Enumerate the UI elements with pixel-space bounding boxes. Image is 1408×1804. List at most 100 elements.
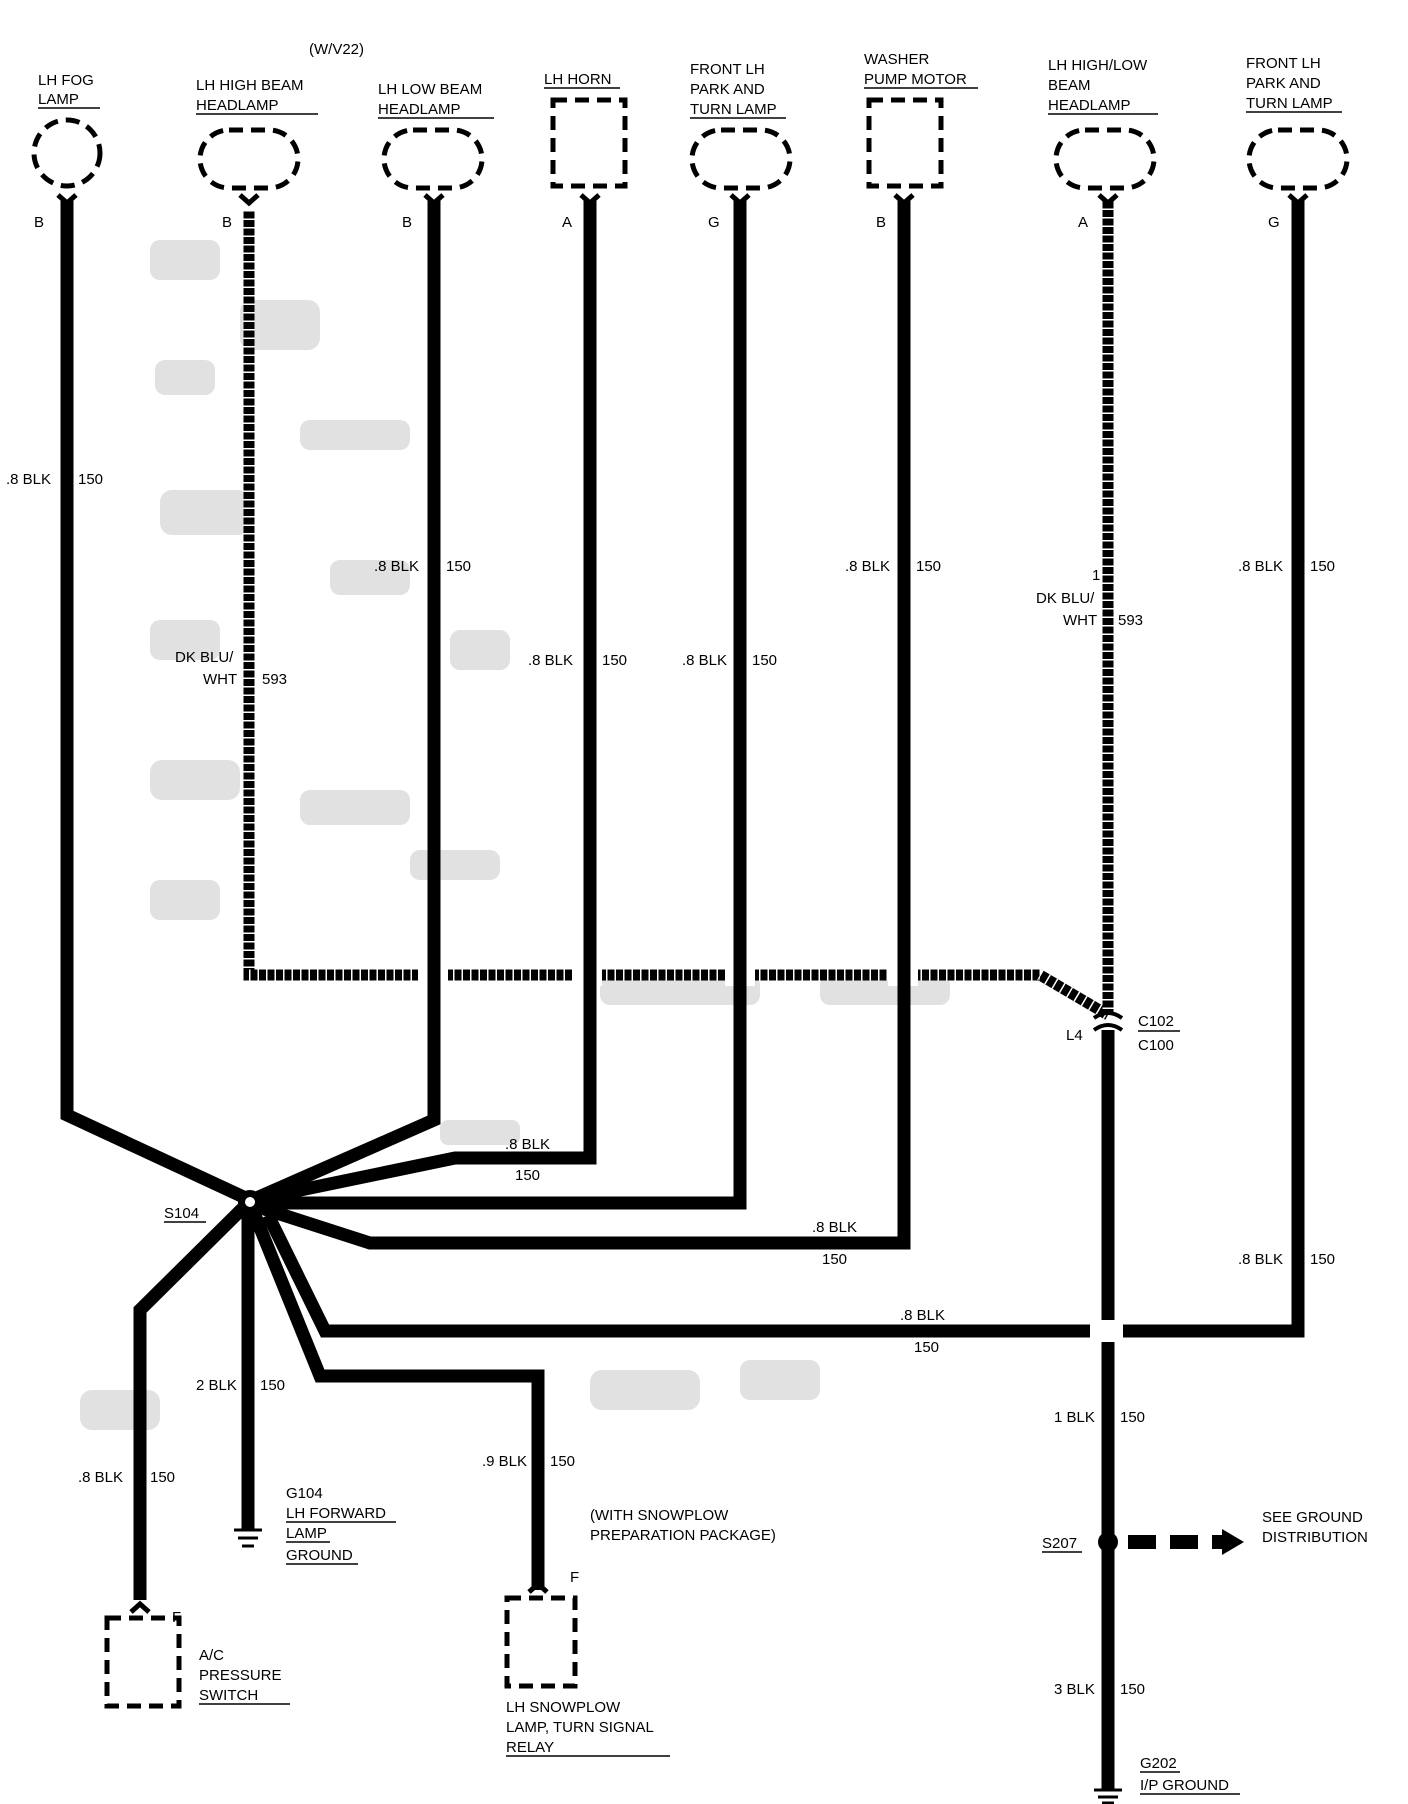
svg-text:FRONT LH: FRONT LH — [1246, 55, 1321, 72]
svg-text:PARK AND: PARK AND — [690, 81, 765, 98]
pin-high-beam: B — [222, 214, 232, 231]
label-lh-low-beam-headlamp: LH LOW BEAM HEADLAMP — [378, 81, 494, 119]
wire-label-washer-branch-size: .8 BLK — [812, 1219, 857, 1236]
splice-s104-center — [245, 1197, 255, 1207]
wire-label-fog-size: .8 BLK — [6, 471, 51, 488]
wire-snowplow-150 — [245, 1205, 545, 1590]
wire-label-fog-circuit: 150 — [78, 471, 103, 488]
wire-label-horn-branch-circuit: 150 — [515, 1167, 540, 1184]
svg-text:LH LOW BEAM: LH LOW BEAM — [378, 81, 482, 98]
svg-text:LH HORN: LH HORN — [544, 71, 612, 88]
svg-text:TURN LAMP: TURN LAMP — [690, 101, 777, 118]
wire-park2-branch-150 — [262, 1212, 1090, 1338]
label-lh-high-beam-headlamp: LH HIGH BEAM HEADLAMP — [196, 77, 318, 115]
svg-text:A/C: A/C — [199, 1647, 224, 1664]
splice-s207-dot — [1098, 1532, 1118, 1552]
variant-note: (W/V22) — [309, 41, 364, 58]
wire-label-g104-size: 2 BLK — [196, 1377, 237, 1394]
wire-fog-150 — [60, 200, 253, 1206]
pin-washer: B — [876, 214, 886, 231]
label-ac-pressure-switch: A/C PRESSURE SWITCH — [199, 1647, 290, 1705]
wire-label-park2-branch-upper-size: .8 BLK — [1238, 1251, 1283, 1268]
wire-label-ac-size: .8 BLK — [78, 1469, 123, 1486]
scan-noise — [80, 240, 950, 1430]
wire-label-s207-down-circuit: 150 — [1120, 1681, 1145, 1698]
label-s104: S104 — [164, 1205, 206, 1223]
label-connector-ids: C102 C100 — [1138, 1013, 1180, 1054]
wire-label-high-beam-color: WHT — [203, 671, 237, 688]
wire-label-hilo-gauge: 1 — [1092, 567, 1100, 584]
svg-text:LH SNOWPLOW: LH SNOWPLOW — [506, 1699, 621, 1716]
svg-text:LH HIGH/LOW: LH HIGH/LOW — [1048, 57, 1148, 74]
svg-text:GROUND: GROUND — [286, 1547, 353, 1564]
svg-text:LAMP: LAMP — [286, 1525, 327, 1542]
svg-text:BEAM: BEAM — [1048, 77, 1091, 94]
pin-horn: A — [562, 214, 572, 231]
wire-label-hilo-circuit: 593 — [1118, 612, 1143, 629]
pin-low-beam: B — [402, 214, 412, 231]
svg-text:RELAY: RELAY — [506, 1739, 554, 1756]
label-lh-snowplow-relay: LH SNOWPLOW LAMP, TURN SIGNAL RELAY — [506, 1699, 670, 1757]
svg-text:LAMP, TURN SIGNAL: LAMP, TURN SIGNAL — [506, 1719, 654, 1736]
wire-label-park2-branch-lower-size: .8 BLK — [900, 1307, 945, 1324]
svg-text:HEADLAMP: HEADLAMP — [378, 101, 461, 118]
wire-label-hilo-color2: WHT — [1063, 612, 1097, 629]
label-lh-high-low-beam-headlamp: LH HIGH/LOW BEAM HEADLAMP — [1048, 57, 1158, 115]
svg-text:HEADLAMP: HEADLAMP — [196, 97, 279, 114]
wire-label-low-beam-circuit: 150 — [446, 558, 471, 575]
wire-label-ac-circuit: 150 — [150, 1469, 175, 1486]
wire-label-snowplow-size: .9 BLK — [482, 1453, 527, 1470]
lh-fog-lamp-symbol — [31, 117, 103, 207]
front-lh-park-turn-lamp-2-symbol — [1246, 127, 1350, 207]
svg-text:FRONT LH: FRONT LH — [690, 61, 765, 78]
svg-text:LH FOG: LH FOG — [38, 72, 94, 89]
svg-text:PREPARATION PACKAGE): PREPARATION PACKAGE) — [590, 1527, 776, 1544]
svg-text:PUMP MOTOR: PUMP MOTOR — [864, 71, 967, 88]
wire-label-g104-circuit: 150 — [260, 1377, 285, 1394]
svg-text:TURN LAMP: TURN LAMP — [1246, 95, 1333, 112]
svg-text:WASHER: WASHER — [864, 51, 929, 68]
label-s207: S207 — [1042, 1535, 1082, 1553]
wire-label-hilo-color1: DK BLU/ — [1036, 590, 1095, 607]
wire-park1-150 — [252, 200, 747, 1210]
wire-label-c102-down-size: 1 BLK — [1054, 1409, 1095, 1426]
front-lh-park-turn-lamp-1-symbol — [689, 127, 793, 207]
svg-text:PRESSURE: PRESSURE — [199, 1667, 282, 1684]
wire-washer-150 — [250, 200, 911, 1250]
label-washer-pump-motor: WASHER PUMP MOTOR — [864, 51, 978, 89]
ground-symbol-g202 — [1094, 1788, 1122, 1804]
wire-label-park2-branch-lower-circuit: 150 — [914, 1339, 939, 1356]
svg-text:PARK AND: PARK AND — [1246, 75, 1321, 92]
label-g202: G202 I/P GROUND — [1140, 1755, 1240, 1795]
ac-pressure-switch-symbol — [104, 1600, 182, 1709]
pin-park2: G — [1268, 214, 1280, 231]
svg-text:G202: G202 — [1140, 1755, 1177, 1772]
wire-label-c102-down-circuit: 150 — [1120, 1409, 1145, 1426]
note-snowplow-package: (WITH SNOWPLOW PREPARATION PACKAGE) — [590, 1507, 776, 1544]
wire-label-horn-size: .8 BLK — [528, 652, 573, 669]
wire-label-park2-circuit: 150 — [1310, 558, 1335, 575]
lh-high-low-beam-headlamp-symbol — [1053, 127, 1157, 207]
wire-label-park2-size: .8 BLK — [1238, 558, 1283, 575]
label-front-lh-park-turn-lamp-2: FRONT LH PARK AND TURN LAMP — [1246, 55, 1342, 113]
svg-text:LH FORWARD: LH FORWARD — [286, 1505, 386, 1522]
wire-label-washer-size: .8 BLK — [845, 558, 890, 575]
wire-label-park1-size: .8 BLK — [682, 652, 727, 669]
label-g104: G104 LH FORWARD LAMP GROUND — [286, 1485, 396, 1565]
wire-ac-150 — [133, 1200, 251, 1600]
svg-text:G104: G104 — [286, 1485, 323, 1502]
wire-label-high-beam-size: DK BLU/ — [175, 649, 234, 666]
harness-gaps — [418, 960, 1122, 1342]
washer-pump-motor-symbol — [866, 97, 944, 207]
ground-distribution-arrow — [1128, 1529, 1244, 1555]
wire-label-washer-branch-circuit: 150 — [822, 1251, 847, 1268]
svg-text:C102: C102 — [1138, 1013, 1174, 1030]
lh-horn-symbol — [550, 97, 628, 207]
svg-text:C100: C100 — [1138, 1037, 1174, 1054]
wire-label-horn-branch-size: .8 BLK — [505, 1136, 550, 1153]
svg-text:SEE GROUND: SEE GROUND — [1262, 1509, 1363, 1526]
lh-low-beam-headlamp-symbol — [381, 127, 485, 207]
wire-label-snowplow-circuit: 150 — [550, 1453, 575, 1470]
svg-text:HEADLAMP: HEADLAMP — [1048, 97, 1131, 114]
pin-hilo: A — [1078, 214, 1088, 231]
